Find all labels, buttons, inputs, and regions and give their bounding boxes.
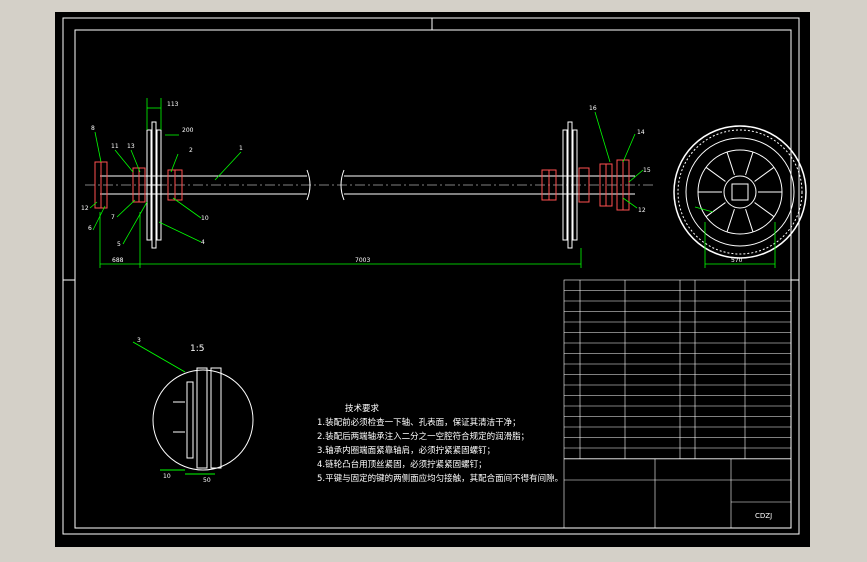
right-coupling (541, 159, 630, 211)
balloon-6: 6 (88, 225, 92, 232)
technical-requirements: 技术要求 1.装配前必须检查一下轴、孔表面，保证其清洁干净； 2.装配后两端轴承… (317, 402, 563, 486)
dimension-lines (89, 98, 776, 268)
balloon-12-right: 12 (638, 207, 646, 214)
notes-title: 技术要求 (345, 404, 380, 414)
wheel-spoke (726, 151, 735, 176)
balloon-8: 8 (91, 125, 95, 132)
dim-detail-b: 50 (203, 477, 211, 484)
detail-scale: 1:5 (190, 344, 205, 354)
dim-end-offset: 688 (112, 257, 124, 264)
detail-balloon: 3 (137, 337, 141, 344)
left-sprocket (146, 121, 162, 249)
wheel-spoke (705, 166, 726, 182)
dim-shaft-length: 7003 (355, 257, 370, 264)
wheel-spoke (745, 208, 754, 233)
drawing-code: CDZJ (755, 512, 772, 520)
outer-frame (62, 17, 800, 535)
wheel-spoke (754, 202, 775, 218)
balloon-12: 12 (81, 205, 89, 212)
dim-hub-width: 113 (167, 101, 179, 108)
wheel-end-view (673, 125, 807, 259)
balloon-15: 15 (643, 167, 651, 174)
wheel-spoke (754, 166, 775, 182)
note-item: 1.装配前必须检查一下轴、孔表面，保证其清洁干净； (317, 418, 521, 428)
balloon-11: 11 (111, 143, 119, 150)
drawing-viewport[interactable]: 113 200 688 7003 570 10 50 1 2 8 11 13 1… (55, 12, 810, 547)
title-block (563, 279, 792, 529)
balloon-1: 1 (239, 145, 243, 152)
wheel-spoke (705, 202, 726, 218)
balloon-5: 5 (117, 241, 121, 248)
balloon-14: 14 (637, 129, 645, 136)
wheel-spoke (726, 208, 735, 233)
balloon-13: 13 (127, 143, 135, 150)
wheel-spoke (745, 151, 754, 176)
note-item: 2.装配后两端轴承注入二分之一空腔符合规定的润滑脂； (317, 432, 530, 442)
cad-drawing: 113 200 688 7003 570 10 50 1 2 8 11 13 1… (62, 17, 807, 535)
note-item: 4.链轮凸台用顶丝紧固，必须拧紧紧固螺钉； (317, 460, 487, 470)
dim-flange: 200 (182, 127, 194, 134)
balloon-2: 2 (189, 147, 193, 154)
balloon-4: 4 (201, 239, 205, 246)
section-detail (132, 341, 254, 475)
dim-detail-a: 10 (163, 473, 171, 480)
balloon-16: 16 (589, 105, 597, 112)
balloon-7: 7 (111, 214, 115, 221)
dim-wheel-diameter: 570 (731, 257, 743, 264)
right-sprocket (562, 121, 578, 249)
shaft (85, 169, 655, 201)
note-item: 3.轴承内圈端面紧靠轴肩，必须拧紧紧固螺钉； (317, 446, 496, 456)
balloon-10: 10 (201, 215, 209, 222)
note-item: 5.平键与固定的键的两侧面应均匀接触，其配合面间不得有间隙。 (317, 474, 564, 484)
inner-frame (74, 29, 792, 529)
